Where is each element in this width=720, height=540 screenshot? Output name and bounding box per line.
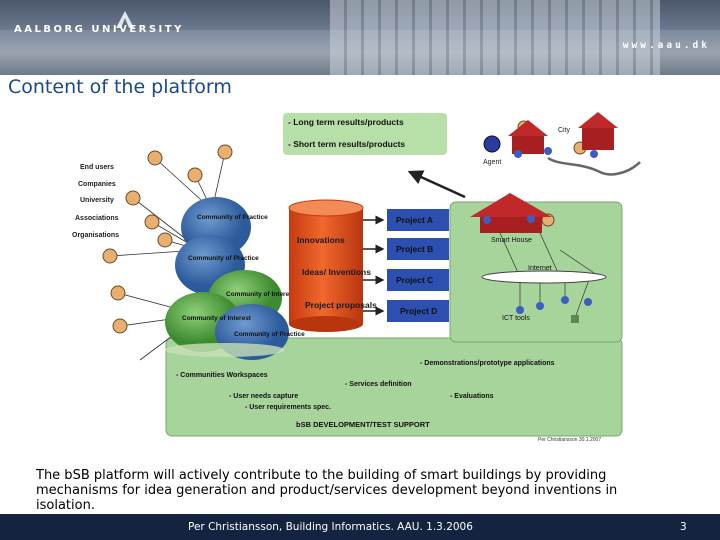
header-banner: AALBORG UNIVERSITY www.aau.dk: [0, 0, 720, 75]
support-platform-panel: [165, 337, 623, 437]
support-user-needs: - User needs capture: [229, 393, 298, 400]
actor-companies: Companies: [78, 181, 116, 188]
ict-devices: [516, 296, 592, 323]
project-b-box: [387, 238, 449, 260]
internet-label: Internet: [528, 265, 552, 272]
support-demonstrations: - Demonstrations/prototype applications: [420, 360, 555, 367]
slide-title: Content of the platform: [8, 76, 232, 98]
university-name: AALBORG UNIVERSITY: [14, 24, 184, 35]
community-label-2: Community of Practice: [188, 255, 259, 262]
community-label-3: Community of Interest: [226, 291, 296, 298]
actor-associations: Associations: [75, 215, 119, 222]
community-shadow: [165, 343, 285, 357]
cylinder-bottom: [289, 316, 363, 332]
smart-house-label: Smart House: [491, 237, 532, 244]
project-a-box: [387, 209, 449, 231]
legend-box: [283, 113, 447, 155]
diagram-credit: Per Christiansson 30.1.2007: [538, 437, 601, 443]
internet-ellipse: [481, 270, 607, 284]
university-logo-icon: [116, 11, 134, 28]
cylinder-innovations: Innovations: [297, 235, 345, 245]
ict-tools-label: ICT tools: [502, 315, 530, 322]
support-services: - Services definition: [345, 381, 412, 388]
actor-end-users: End users: [80, 164, 114, 171]
agent-label: Agent: [483, 159, 501, 166]
city-houses: [508, 112, 641, 176]
support-workspaces: - Communities Workspaces: [176, 372, 268, 379]
project-b-label: Project B: [396, 244, 433, 254]
platform-diagram: - Long term results/products - Short ter…: [72, 112, 641, 443]
project-c-box: [387, 269, 449, 291]
footer-text: Per Christiansson, Building Informatics.…: [188, 521, 473, 533]
project-c-label: Project C: [396, 275, 433, 285]
support-user-requirements: - User requirements spec.: [245, 404, 331, 411]
community-label-4: Community of Interest: [182, 315, 252, 322]
project-d-box: [387, 300, 449, 322]
footer-bar: Per Christiansson, Building Informatics.…: [0, 514, 720, 540]
result-arrow: [407, 170, 466, 199]
actor-organisations: Organisations: [72, 232, 119, 239]
legend-short-term: - Short term results/products: [288, 139, 405, 149]
support-evaluations: - Evaluations: [450, 393, 494, 400]
legend-long-term: - Long term results/products: [288, 117, 404, 127]
city-label: City: [558, 127, 571, 134]
project-arrows: [363, 215, 385, 316]
website-url: www.aau.dk: [622, 40, 710, 51]
banner-building-image: [330, 0, 660, 75]
support-title: bSB DEVELOPMENT/TEST SUPPORT: [296, 420, 430, 429]
innovation-cylinder: [289, 208, 363, 324]
cylinder-top: [288, 199, 364, 217]
cylinder-ideas: Ideas/ Inventions: [302, 267, 371, 277]
smart-house-icon: [470, 193, 552, 233]
community-label-1: Community of Practice: [197, 214, 268, 221]
slide-description: The bSB platform will actively contribut…: [36, 468, 618, 513]
page-number: 3: [680, 521, 687, 533]
project-a-label: Project A: [396, 215, 433, 225]
project-d-label: Project D: [400, 306, 437, 316]
cylinder-proposals: Project proposals: [305, 300, 377, 310]
actor-university: University: [80, 197, 114, 204]
community-label-5: Community of Practice: [234, 331, 305, 338]
